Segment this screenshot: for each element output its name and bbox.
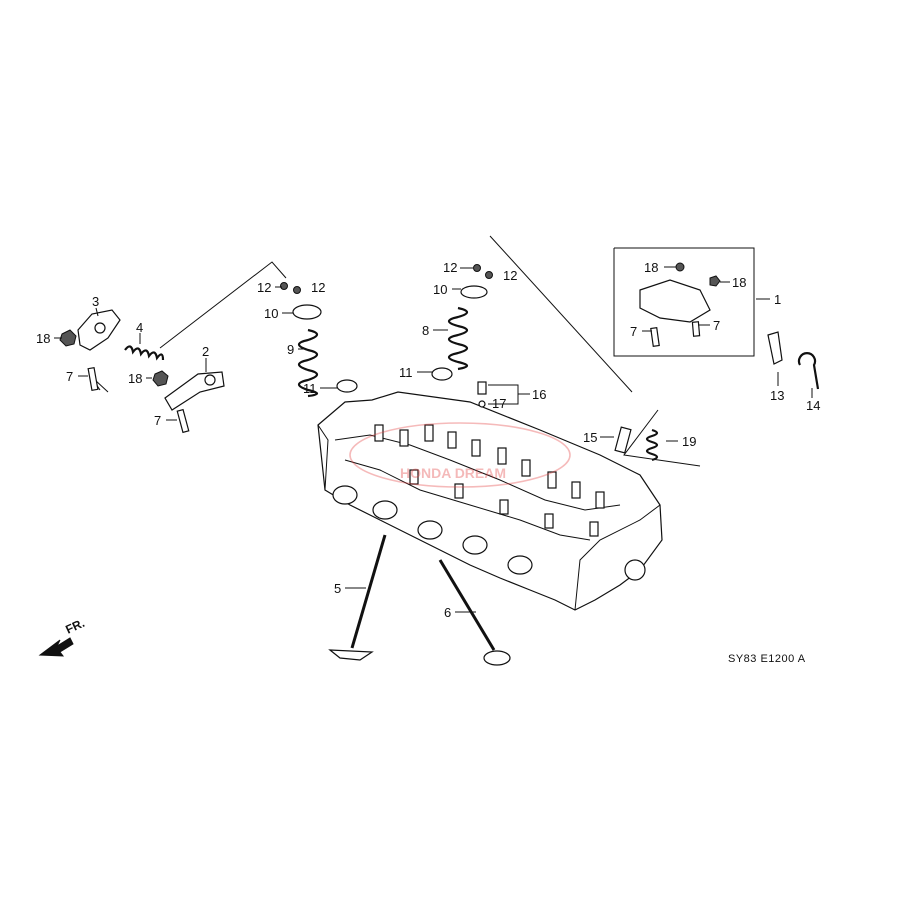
exhaust-valve-6 — [438, 559, 511, 666]
callout-10a: 10 — [264, 306, 278, 321]
nut-18a — [59, 329, 77, 347]
callout-7a: 7 — [66, 369, 73, 384]
fr-label: FR. — [63, 616, 86, 637]
callout-11a: 11 — [303, 381, 317, 396]
valve-spring-8 — [447, 306, 469, 371]
callout-9: 9 — [287, 342, 294, 357]
callout-12b: 12 — [311, 280, 325, 295]
plug-16 — [477, 381, 487, 395]
callout-12a: 12 — [257, 280, 271, 295]
head-ports — [332, 485, 646, 581]
spring-14 — [797, 352, 820, 390]
callout-13: 13 — [770, 388, 784, 403]
callout-4: 4 — [136, 320, 143, 335]
cotter-12b — [293, 286, 301, 294]
callout-leaders — [54, 266, 813, 613]
bolt-7a — [87, 366, 99, 392]
callout-12d: 12 — [503, 268, 517, 283]
stem-seal-11b — [431, 367, 453, 381]
callout-18a: 18 — [36, 331, 50, 346]
callout-16: 16 — [532, 387, 546, 402]
callout-3: 3 — [92, 294, 99, 309]
callout-8: 8 — [422, 323, 429, 338]
piston-15 — [614, 426, 632, 454]
callout-18b: 18 — [128, 371, 142, 386]
retainer-10b — [460, 285, 488, 299]
callout-19: 19 — [682, 434, 696, 449]
rocker-assembly-1 — [639, 262, 721, 348]
cotter-12c — [473, 264, 481, 272]
rocker-arm-2 — [164, 371, 225, 411]
callout-11b: 11 — [399, 365, 413, 380]
retainer-10a — [292, 304, 322, 320]
cylinder-head — [317, 391, 663, 611]
spring-holder-13 — [767, 331, 783, 365]
callout-5: 5 — [334, 581, 341, 596]
callout-1: 1 — [774, 292, 781, 307]
callout-7b: 7 — [154, 413, 161, 428]
watermark: HONDA DREAM — [349, 422, 571, 488]
stem-seal-11a — [336, 379, 358, 393]
callout-12c: 12 — [443, 260, 457, 275]
watermark-text: HONDA DREAM — [400, 465, 506, 481]
bolt-7b — [176, 408, 190, 434]
head-valve-stems — [374, 424, 605, 537]
callout-18d: 18 — [732, 275, 746, 290]
o-ring-17 — [478, 400, 486, 408]
callout-7c: 7 — [630, 324, 637, 339]
cotter-12d — [485, 271, 493, 279]
rocker-arm-3 — [77, 309, 121, 351]
spring-19 — [645, 428, 659, 462]
callout-10b: 10 — [433, 282, 447, 297]
callout-15: 15 — [583, 430, 597, 445]
front-direction-arrow: FR. — [38, 616, 87, 657]
callout-6: 6 — [444, 605, 451, 620]
valve-spring-9 — [297, 328, 319, 398]
lost-motion-spring-4 — [124, 345, 165, 361]
callout-18c: 18 — [644, 260, 658, 275]
diagram-code: SY83 E1200 A — [728, 653, 806, 665]
callouts: 1 2 3 4 5 6 7 7 7 7 8 9 10 10 11 11 12 1… — [36, 260, 820, 620]
callout-17: 17 — [492, 396, 506, 411]
intake-valve-5 — [328, 534, 387, 661]
nut-18b — [152, 370, 169, 387]
callout-14: 14 — [806, 398, 820, 413]
callout-7d: 7 — [713, 318, 720, 333]
callout-2: 2 — [202, 344, 209, 359]
cotter-12a — [280, 282, 288, 290]
